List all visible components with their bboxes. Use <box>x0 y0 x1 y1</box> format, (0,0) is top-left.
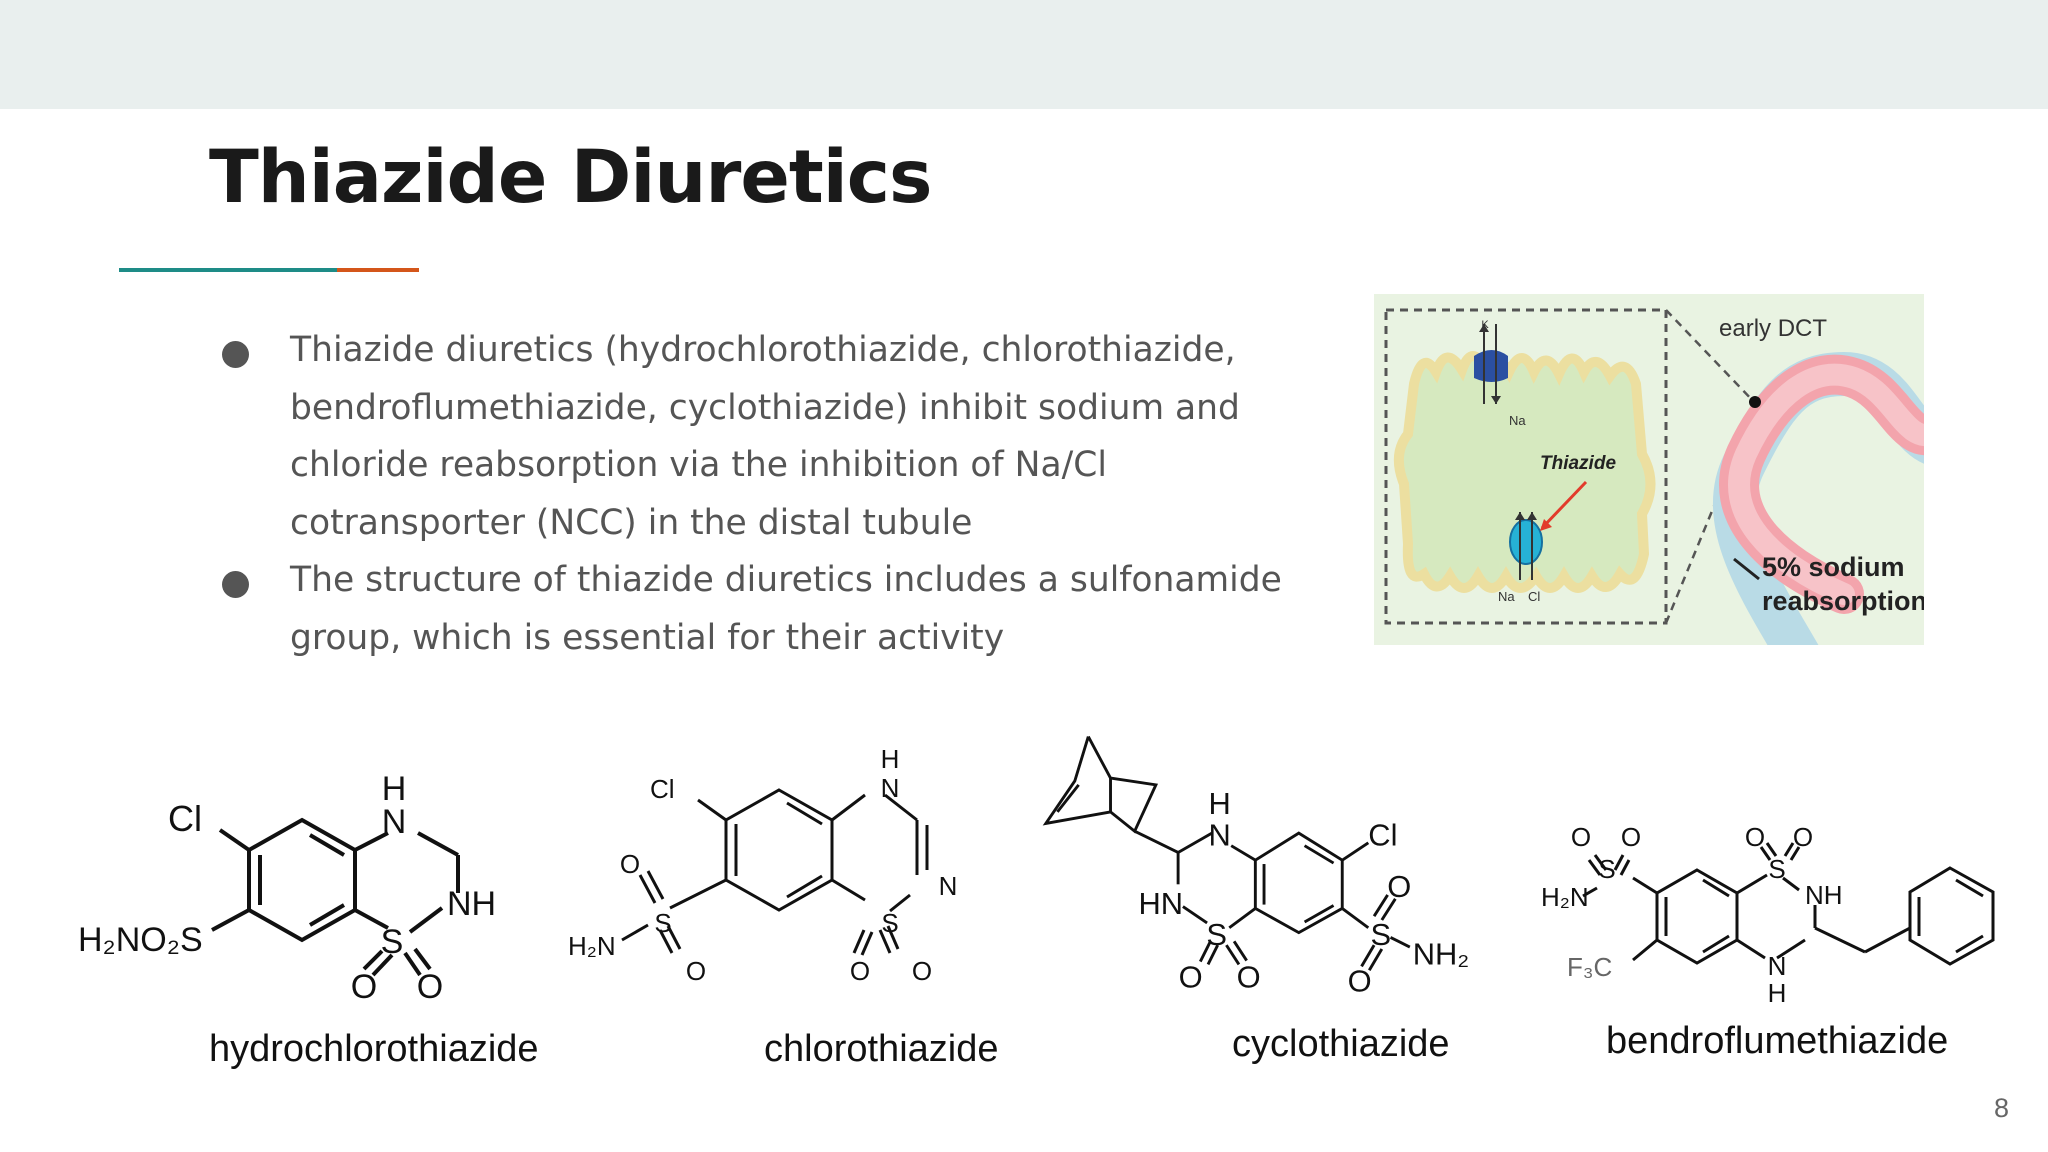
atom-n: N <box>1208 818 1230 853</box>
atom-o2: O <box>417 968 443 1005</box>
page-number: 8 <box>1994 1093 2010 1123</box>
atom-o: O <box>1348 963 1372 998</box>
bendroflumethiazide-structure: H₂N S S NH N H F₃C O O O O <box>1541 822 1995 1008</box>
label-reabsorption-line1: 5% sodium <box>1762 552 1905 582</box>
label-thiazide: Thiazide <box>1540 453 1616 474</box>
title-underline-teal <box>119 268 337 272</box>
atom-cl: Cl <box>650 774 675 804</box>
label-cl-bottom: Cl <box>1528 589 1540 604</box>
cyclothiazide-structure: H N HN S S Cl NH₂ O O O O <box>1042 735 1470 998</box>
atom-o: O <box>1179 960 1203 995</box>
caption-hydrochlorothiazide: hydrochlorothiazide <box>209 1028 539 1070</box>
atom-s: S <box>1598 854 1615 884</box>
bullet-text: Thiazide diuretics (hydrochlorothiazide,… <box>290 330 1240 543</box>
atom-hn: HN <box>1139 886 1184 921</box>
atom-o: O <box>1237 960 1261 995</box>
atom-s2: S <box>1371 917 1392 952</box>
bullet-dot-icon <box>222 341 249 368</box>
atom-o: O <box>1571 822 1591 852</box>
atom-f3c: F₃C <box>1567 952 1612 982</box>
atom-n: N <box>1768 951 1787 981</box>
atom-s1: S <box>1206 917 1227 952</box>
atom-h: H <box>382 770 407 808</box>
atom-o: O <box>1793 822 1813 852</box>
atom-o: O <box>850 956 870 986</box>
atom-nh: NH <box>1805 880 1843 910</box>
label-early-dct: early DCT <box>1719 315 1827 342</box>
atom-cl: Cl <box>1368 818 1397 853</box>
atom-h2n: H₂N <box>1541 882 1589 912</box>
atom-h2n: H₂N <box>568 931 616 961</box>
title-underline-orange <box>337 268 419 272</box>
atom-s1: S <box>881 908 898 938</box>
atom-h: H <box>1208 786 1230 821</box>
atom-o: O <box>1387 869 1411 904</box>
chlorothiazide-structure: Cl H N N S S H₂N O O O O <box>568 744 958 986</box>
atom-n2: N <box>939 871 958 901</box>
caption-bendroflumethiazide: bendroflumethiazide <box>1606 1020 1949 1062</box>
atom-cl: Cl <box>168 798 202 839</box>
atom-o: O <box>1621 822 1641 852</box>
atom-h: H <box>1768 978 1787 1008</box>
label-k: K <box>1481 319 1489 331</box>
atom-s: S <box>1768 854 1785 884</box>
top-band <box>0 0 2048 109</box>
caption-chlorothiazide: chlorothiazide <box>764 1028 999 1070</box>
label-reabsorption-line2: reabsorption <box>1762 586 1924 616</box>
atom-nh: NH <box>447 885 496 923</box>
bullet-dot-icon <box>222 571 249 598</box>
bullet-list: Thiazide diuretics (hydrochlorothiazide,… <box>222 322 1322 667</box>
slide-title: Thiazide Diuretics <box>209 135 932 220</box>
label-na-bottom: Na <box>1498 589 1515 604</box>
atom-h: H <box>881 744 900 774</box>
atom-o: O <box>686 956 706 986</box>
atom-o: O <box>912 956 932 986</box>
dct-illustration: K Na Thiazide Na Cl early DCT 5% sodium … <box>1374 294 1924 645</box>
bullet-text: The structure of thiazide diuretics incl… <box>290 560 1282 658</box>
bullet-item: Thiazide diuretics (hydrochlorothiazide,… <box>222 322 1322 552</box>
atom-o: O <box>620 849 640 879</box>
atom-o: O <box>1745 822 1765 852</box>
hydrochlorothiazide-structure: Cl H N NH H₂NO₂S S O O <box>78 770 496 1005</box>
atom-o1: O <box>351 968 377 1005</box>
atom-s2: S <box>654 908 671 938</box>
bullet-item: The structure of thiazide diuretics incl… <box>222 552 1322 667</box>
atom-nh2: NH₂ <box>1413 936 1470 971</box>
atom-substituent: H₂NO₂S <box>78 921 203 959</box>
caption-cyclothiazide: cyclothiazide <box>1232 1023 1450 1065</box>
label-na-top: Na <box>1509 413 1526 428</box>
atom-s: S <box>381 923 404 961</box>
atom-n1: N <box>881 773 900 803</box>
atom-n: N <box>382 803 407 841</box>
